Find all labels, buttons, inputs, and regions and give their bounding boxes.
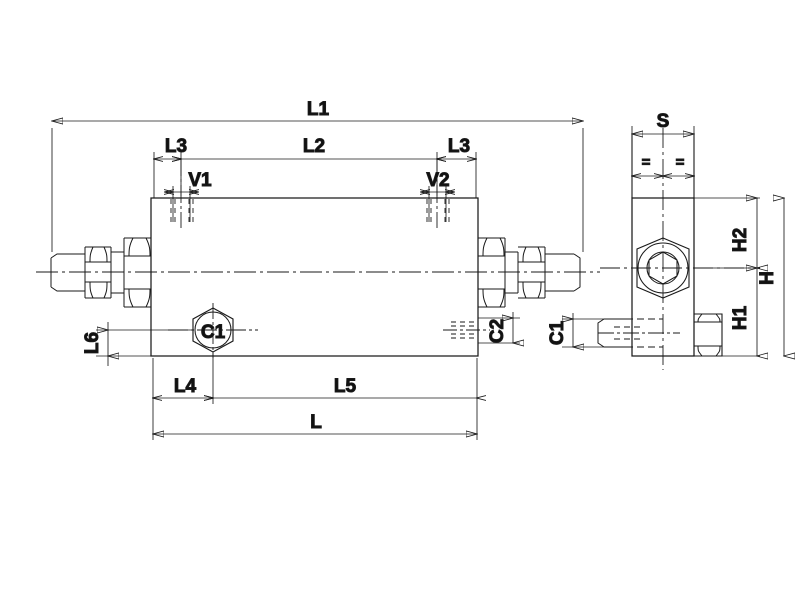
dim-label-eq-left: = bbox=[642, 154, 651, 171]
side-view-hex-port bbox=[636, 237, 690, 299]
lower-port-c2 bbox=[443, 321, 490, 339]
dim-v1 bbox=[165, 186, 198, 222]
dim-c2-leader bbox=[478, 312, 520, 343]
dim-label-eq-right: = bbox=[676, 154, 685, 171]
dim-label-c2-body: C2 bbox=[487, 319, 508, 343]
right-end-fitting bbox=[478, 237, 581, 308]
dim-label-l6: L6 bbox=[82, 332, 103, 354]
dim-label-v1: V1 bbox=[188, 170, 212, 191]
side-view-right-plug bbox=[694, 313, 723, 357]
dim-l2-l3 bbox=[154, 152, 476, 198]
side-view-left-nipple bbox=[597, 318, 632, 348]
dim-v2 bbox=[421, 186, 454, 222]
side-view-lower-port bbox=[598, 318, 680, 348]
dim-label-v2: V2 bbox=[426, 170, 449, 191]
dim-label-h1: H1 bbox=[730, 305, 751, 330]
dim-s bbox=[632, 126, 694, 182]
dim-label-l4: L4 bbox=[174, 376, 197, 397]
dim-label-s: S bbox=[657, 111, 670, 132]
valve-body-outline bbox=[150, 197, 479, 357]
dim-label-l: L bbox=[310, 412, 322, 433]
front-view-group: L1 L3 L2 L3 bbox=[36, 99, 600, 440]
dim-label-h: H bbox=[757, 271, 778, 285]
dim-l4-l5 bbox=[153, 352, 477, 404]
dim-h2-h1 bbox=[694, 198, 760, 356]
dim-label-h2: H2 bbox=[730, 228, 751, 252]
side-view-group: S = = H2 H1 H bbox=[547, 111, 784, 370]
dim-label-c1-side: C1 bbox=[547, 320, 568, 345]
dim-c1-side-leader bbox=[562, 313, 604, 347]
dim-label-l5: L5 bbox=[334, 376, 357, 397]
dim-label-l3-left: L3 bbox=[165, 136, 187, 157]
dim-l bbox=[153, 404, 477, 440]
dim-label-l3-right: L3 bbox=[448, 136, 470, 157]
dim-label-l1: L1 bbox=[307, 99, 330, 120]
dim-l1 bbox=[52, 121, 583, 252]
dim-label-c1-body: C1 bbox=[201, 322, 226, 343]
dim-l6 bbox=[96, 322, 194, 366]
left-end-fitting bbox=[50, 237, 151, 308]
dim-label-l2: L2 bbox=[303, 136, 325, 157]
